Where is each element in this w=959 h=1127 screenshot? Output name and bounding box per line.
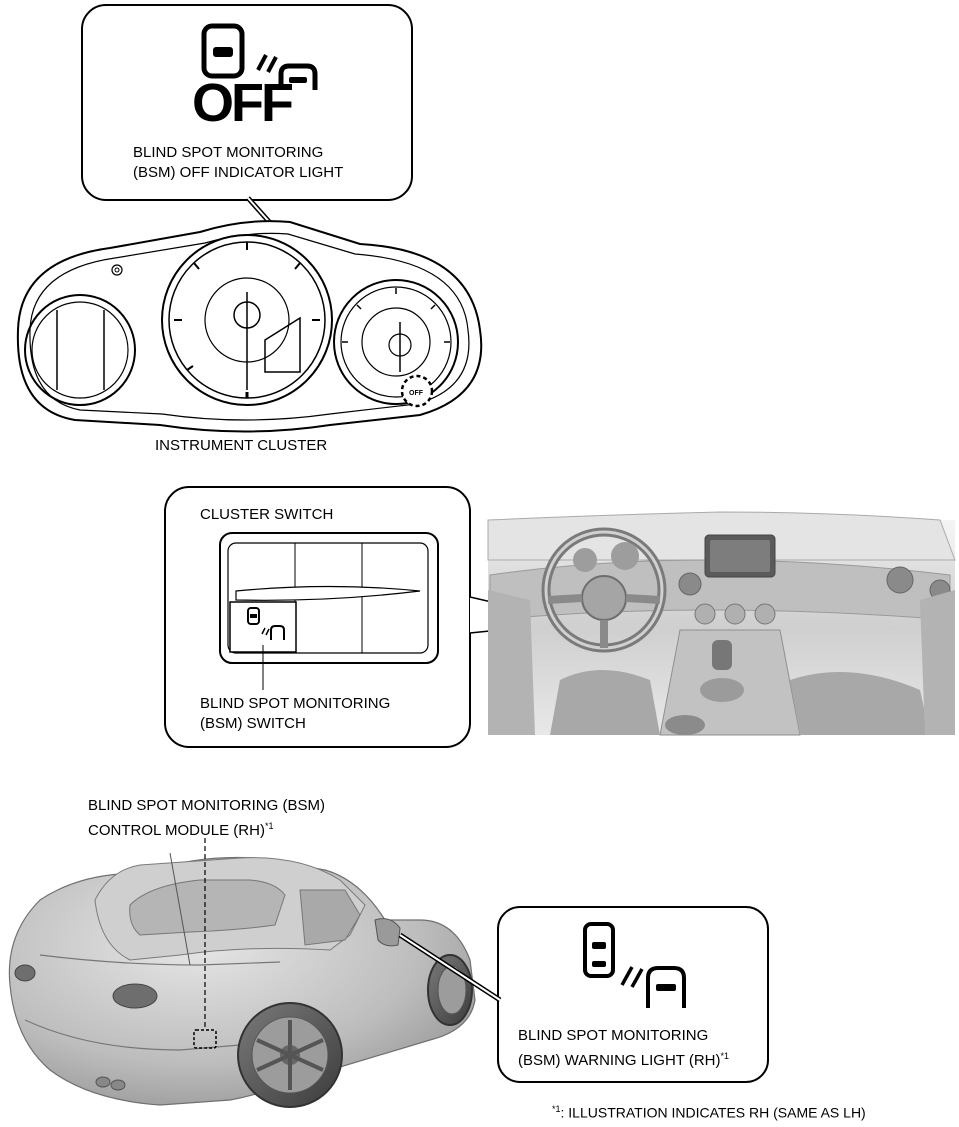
indicator-label-line2: (BSM) OFF INDICATOR LIGHT xyxy=(133,164,344,181)
control-module-label-text: CONTROL MODULE (RH) xyxy=(88,822,265,839)
warning-label-line2: (BSM) WARNING LIGHT (RH)*1 xyxy=(518,1046,729,1071)
cluster-switch-title: CLUSTER SWITCH xyxy=(200,506,334,523)
dashboard-photo xyxy=(487,511,956,736)
svg-text:OFF: OFF xyxy=(409,390,424,397)
footnote-text: : ILLUSTRATION INDICATES RH (SAME AS LH) xyxy=(560,1104,866,1121)
indicator-callout-box xyxy=(81,4,413,201)
warning-label-text: (BSM) WARNING LIGHT (RH) xyxy=(518,1052,721,1069)
warning-note-mark: *1 xyxy=(720,1051,730,1061)
control-module-label-line1: BLIND SPOT MONITORING (BSM) xyxy=(88,797,325,814)
indicator-label-line1: BLIND SPOT MONITORING xyxy=(133,144,324,161)
switch-label-line2: (BSM) SWITCH xyxy=(200,715,306,732)
instrument-cluster-illustration: OFF xyxy=(16,220,483,433)
warning-label-line1: BLIND SPOT MONITORING xyxy=(518,1027,709,1044)
off-indicator-text: OFF xyxy=(192,73,294,133)
bsm-switch-icon xyxy=(247,607,285,640)
switch-label-line1: BLIND SPOT MONITORING xyxy=(200,695,391,712)
control-module-note-mark: *1 xyxy=(264,821,274,831)
warning-callout-box xyxy=(497,906,769,1083)
footnote-mark: *1 xyxy=(552,1104,561,1114)
bsm-warning-icon xyxy=(583,922,686,1008)
instrument-cluster-label: INSTRUMENT CLUSTER xyxy=(155,437,328,454)
bsm-off-icon xyxy=(201,23,318,90)
control-module-location xyxy=(193,1029,217,1049)
control-module-label-line2: CONTROL MODULE (RH)*1 xyxy=(88,816,273,841)
warning-callout-pointer xyxy=(398,932,502,1003)
car-rear-illustration xyxy=(8,838,476,1108)
footnote: *1: ILLUSTRATION INDICATES RH (SAME AS L… xyxy=(552,1100,866,1122)
switch-callout-box xyxy=(164,486,471,748)
